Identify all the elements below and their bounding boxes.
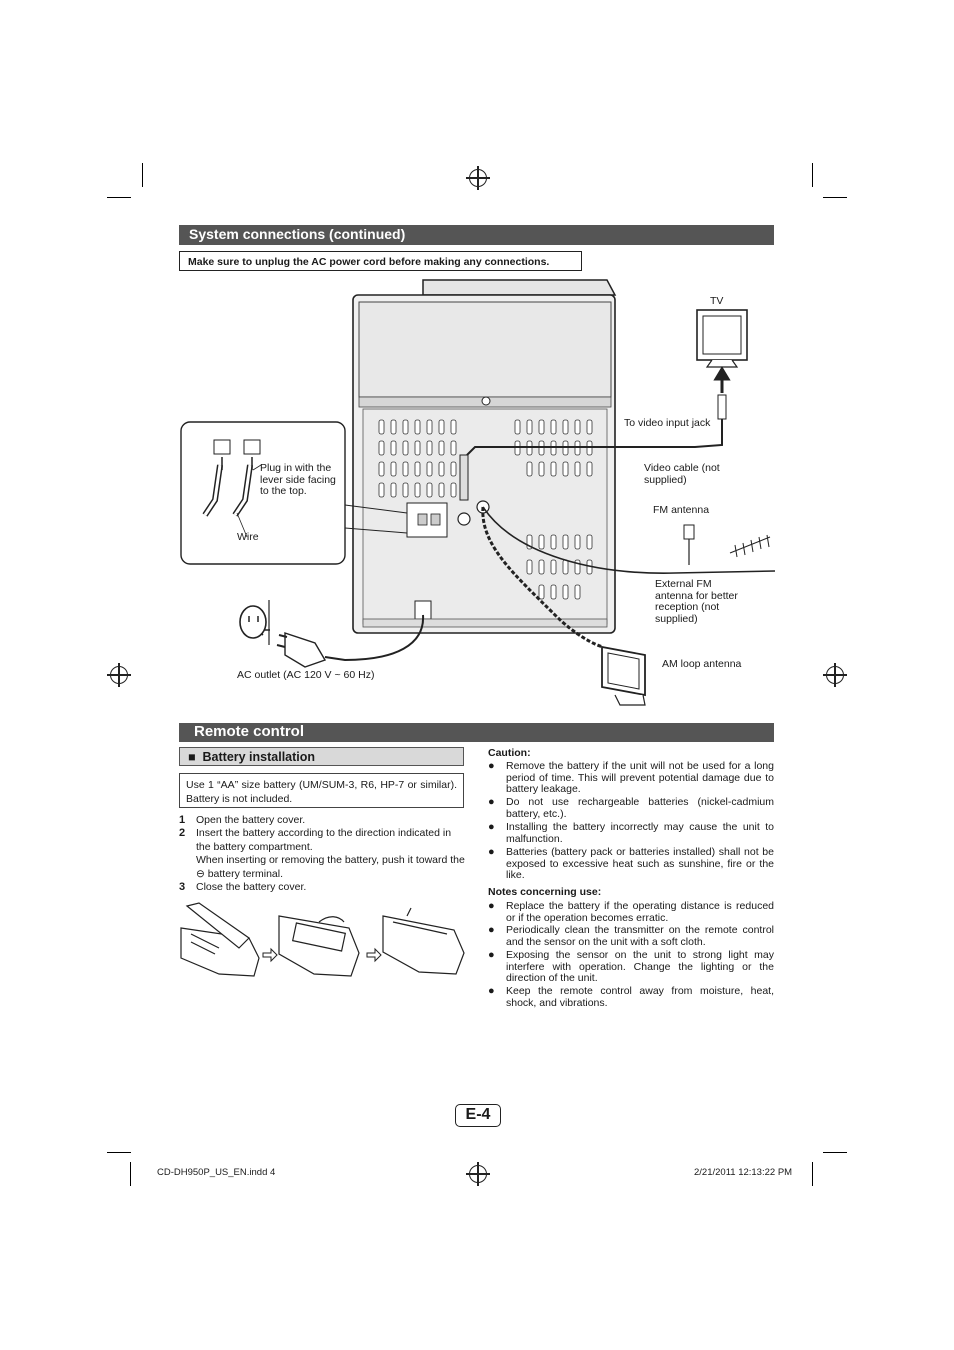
registration-mark-icon <box>466 166 490 190</box>
bullet-icon: ● <box>488 924 495 936</box>
battery-note-box: Use 1 “AA” size battery (UM/SUM-3, R6, H… <box>179 773 464 808</box>
battery-steps-illustration <box>180 902 465 977</box>
caution-text: Remove the battery if the unit will not … <box>506 760 774 795</box>
registration-mark-icon <box>107 663 131 687</box>
ac-plug-icon <box>255 624 327 668</box>
arrow-icon <box>262 947 278 963</box>
warning-box: Make sure to unplug the AC power cord be… <box>179 251 582 271</box>
step-text: Open the battery cover. <box>196 814 306 826</box>
crop-mark <box>107 1152 131 1153</box>
section-title: Remote control <box>194 723 305 740</box>
ac-outlet-icon <box>239 600 270 645</box>
plug-in-label: Plug in with the lever side facing to th… <box>260 462 336 497</box>
tv-icon <box>696 309 748 393</box>
video-cable-label: Video cable (not supplied) <box>644 462 720 486</box>
caution-item: ● Batteries (battery pack or batteries in… <box>488 846 774 882</box>
crop-mark <box>812 1162 813 1186</box>
bullet-icon: ● <box>488 900 495 912</box>
step-item: When inserting or removing the battery, … <box>179 854 465 881</box>
step-text: Insert the battery according to the dire… <box>196 827 452 853</box>
crop-mark <box>823 197 847 198</box>
fm-antenna-label: FM antenna <box>653 504 710 516</box>
footer-filename: CD-DH950P_US_EN.indd 4 <box>157 1167 276 1178</box>
bullet-icon: ● <box>488 846 495 858</box>
note-item: ● Replace the battery if the operating di… <box>488 900 774 924</box>
fm-antenna-icon <box>729 534 771 558</box>
main-unit-rear-icon <box>352 279 617 634</box>
caution-text: Batteries (battery pack or batteries ins… <box>506 846 774 881</box>
external-fm-label: External FM antenna for better reception… <box>655 578 738 625</box>
note-text: Exposing the sensor on the unit to stron… <box>506 949 774 984</box>
square-bullet-icon: ■ <box>188 750 196 764</box>
step-item: 1 Open the battery cover. <box>179 814 465 828</box>
step-number: 1 <box>179 814 186 826</box>
bullet-icon: ● <box>488 796 495 808</box>
note-item: ● Keep the remote control away from moist… <box>488 985 774 1009</box>
bullet-icon: ● <box>488 760 495 772</box>
step-text: When inserting or removing the battery, … <box>196 854 465 880</box>
caution-text: Installing the battery incorrectly may c… <box>506 821 774 845</box>
caution-item: ● Remove the battery if the unit will not… <box>488 760 774 796</box>
registration-mark-icon <box>823 663 847 687</box>
remote-closed-icon <box>382 907 465 975</box>
crop-mark <box>142 163 143 187</box>
remote-insert-battery-icon <box>278 915 360 977</box>
caution-heading: Caution: <box>488 747 531 759</box>
am-loop-antenna-icon <box>601 645 646 706</box>
caution-text: Do not use rechargeable batteries (nicke… <box>506 796 774 820</box>
note-text: Periodically clean the transmitter on th… <box>506 924 774 948</box>
video-input-label: To video input jack <box>624 417 711 429</box>
section-title: System connections (continued) <box>189 226 406 242</box>
bullet-icon: ● <box>488 821 495 833</box>
connection-diagram <box>180 279 776 706</box>
bullet-icon: ● <box>488 985 495 997</box>
notes-heading: Notes concerning use: <box>488 886 602 898</box>
speaker-plug-inset <box>180 421 408 565</box>
arrow-icon <box>366 947 382 963</box>
step-number: 2 <box>179 827 186 839</box>
ac-outlet-label: AC outlet (AC 120 V ~ 60 Hz) <box>237 669 375 681</box>
note-text: Replace the battery if the operating dis… <box>506 900 774 924</box>
wire-label: Wire <box>237 531 259 543</box>
crop-mark <box>130 1162 131 1186</box>
step-item: 3 Close the battery cover. <box>179 881 465 895</box>
crop-mark <box>823 1152 847 1153</box>
am-loop-label: AM loop antenna <box>662 658 742 670</box>
note-item: ● Exposing the sensor on the unit to stro… <box>488 949 774 985</box>
step-number: 3 <box>179 881 186 893</box>
section-title-bar: System connections (continued) <box>179 225 774 245</box>
crop-mark <box>107 197 131 198</box>
note-text: Keep the remote control away from moistu… <box>506 985 774 1009</box>
crop-mark <box>812 163 813 187</box>
tv-label: TV <box>710 295 724 307</box>
caution-item: ● Installing the battery incorrectly may … <box>488 821 774 845</box>
bullet-icon: ● <box>488 949 495 961</box>
remote-open-cover-icon <box>180 902 260 977</box>
caution-item: ● Do not use rechargeable batteries (nick… <box>488 796 774 820</box>
footer-timestamp: 2/21/2011 12:13:22 PM <box>694 1167 793 1178</box>
step-text: Close the battery cover. <box>196 881 307 893</box>
note-item: ● Periodically clean the transmitter on t… <box>488 924 774 948</box>
registration-mark-icon <box>466 1162 490 1186</box>
step-item: 2 Insert the battery according to the dir… <box>179 827 465 854</box>
subsection-title: Battery installation <box>202 750 316 764</box>
section-title-bar: Remote control <box>179 723 774 742</box>
subsection-title-bar: ■ Battery installation <box>179 747 464 766</box>
page-number: E-4 <box>455 1104 501 1127</box>
